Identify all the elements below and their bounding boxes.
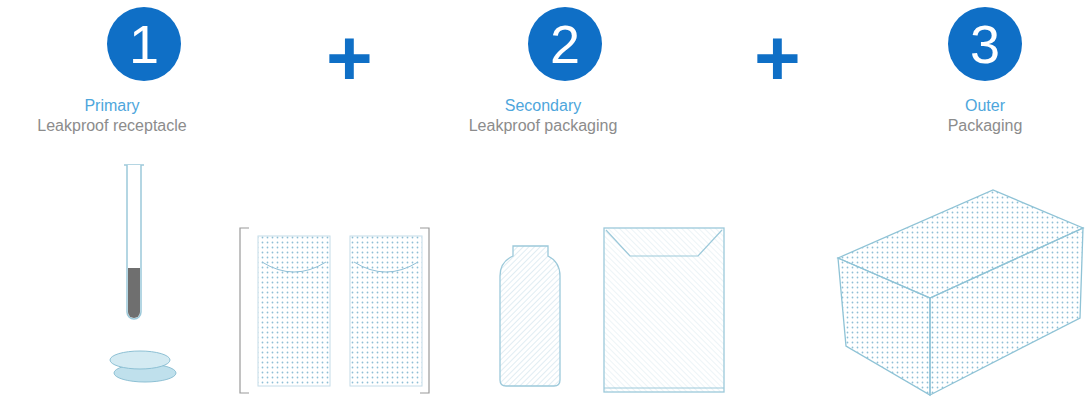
petri-dish bbox=[110, 351, 176, 382]
step-heading: Primary bbox=[0, 97, 232, 115]
plus-sign: + bbox=[754, 18, 801, 98]
step-number: 2 bbox=[528, 7, 602, 81]
outer-box bbox=[838, 190, 1083, 395]
bracket bbox=[240, 228, 429, 393]
step-description: Packaging bbox=[865, 117, 1086, 135]
step-circle: 1PrimaryLeakproof receptacle bbox=[107, 7, 181, 81]
plus-sign: + bbox=[326, 18, 373, 98]
step-circle: 2SecondaryLeakproof packaging bbox=[528, 7, 602, 81]
secondary-envelope bbox=[604, 228, 724, 392]
test-tube bbox=[124, 165, 144, 319]
secondary-bottle bbox=[500, 246, 560, 386]
absorbent-bag bbox=[258, 236, 422, 386]
step-description: Leakproof packaging bbox=[423, 117, 663, 135]
step-circle: 3OuterPackaging bbox=[948, 7, 1022, 81]
step-number: 3 bbox=[948, 7, 1022, 81]
step-heading: Outer bbox=[865, 97, 1086, 115]
step-description: Leakproof receptacle bbox=[0, 117, 232, 135]
step-number: 1 bbox=[107, 7, 181, 81]
step-heading: Secondary bbox=[423, 97, 663, 115]
